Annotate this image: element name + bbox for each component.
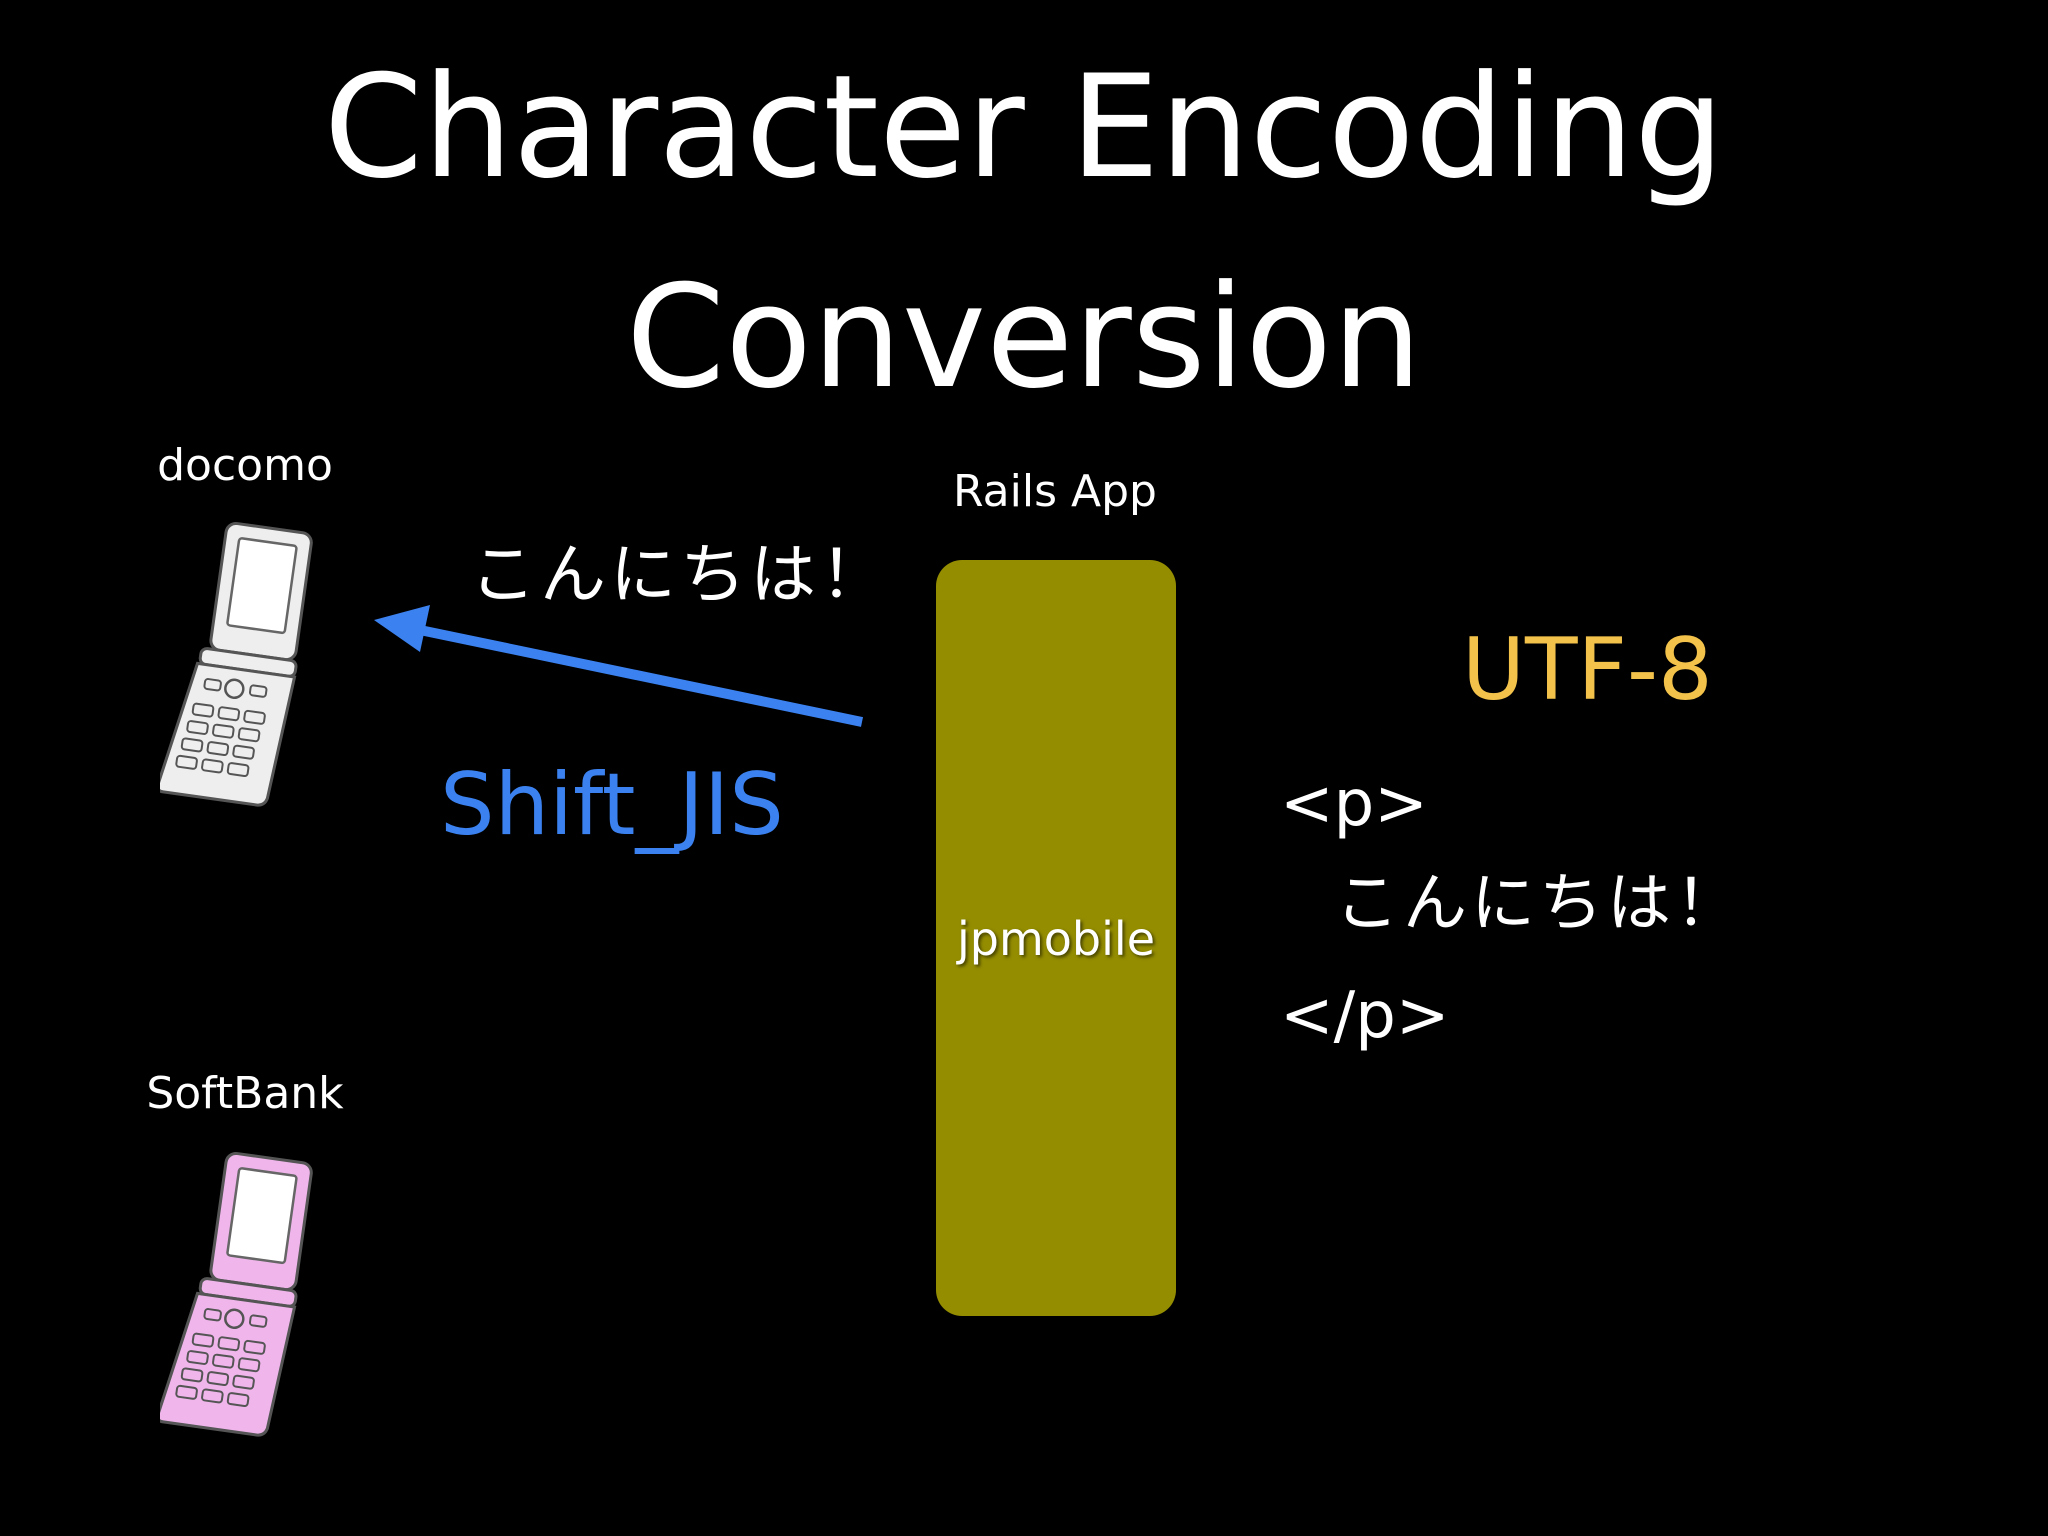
- softbank-label: SoftBank: [146, 1068, 344, 1119]
- rails-app-label: Rails App: [953, 466, 1157, 517]
- code-close-tag: </p>: [1280, 979, 1450, 1053]
- docomo-phone-icon: [160, 521, 313, 807]
- greeting-japanese: こんにちは！: [470, 536, 890, 613]
- slide-title-line-1: Character Encoding: [323, 45, 1725, 210]
- utf8-label: UTF-8: [1462, 620, 1713, 720]
- docomo-label: docomo: [157, 440, 333, 491]
- shift-jis-label: Shift_JIS: [440, 755, 784, 855]
- jpmobile-label: jpmobile: [957, 912, 1155, 966]
- code-open-tag: <p>: [1280, 767, 1428, 841]
- jpmobile-box: jpmobile: [936, 560, 1176, 1316]
- softbank-phone-icon: [160, 1151, 313, 1437]
- slide-title-line-2: Conversion: [625, 255, 1423, 420]
- code-greeting: こんにちは！: [1335, 867, 1743, 941]
